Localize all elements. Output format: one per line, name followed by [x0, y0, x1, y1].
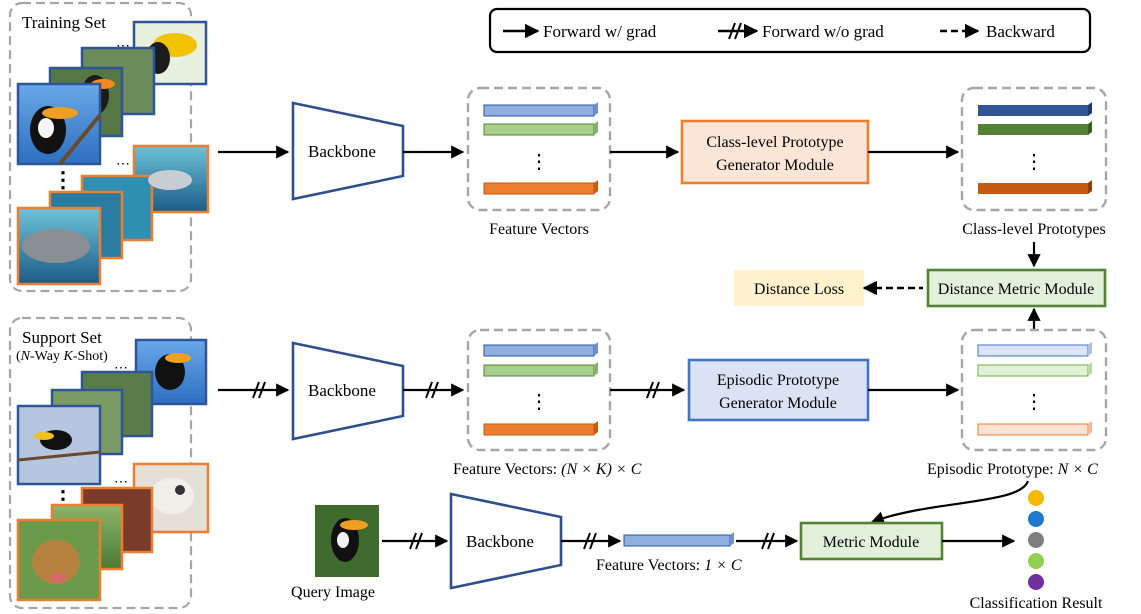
backbone-2-label: Backbone [308, 381, 376, 400]
episodic-prototype-label: Episodic Prototype: N × C [927, 461, 1098, 478]
class-gen-line2: Generator Module [716, 157, 834, 174]
legend-forward-nograd: Forward w/o grad [762, 22, 884, 41]
legend: Forward w/ grad Forward w/o grad Backwar… [488, 7, 1092, 54]
feature-vectors-1: ⋮ [466, 86, 612, 212]
support-set-group: Support Set (N-Way K-Shot) ⋯ ⋮ ⋯ [8, 316, 210, 610]
support-bird-images: ⋯ [16, 338, 208, 486]
backbone-2: Backbone [291, 341, 405, 441]
classification-result-label: Classification Result [970, 595, 1103, 612]
feature-vectors-2: ⋮ [466, 328, 612, 452]
training-manatee-images: ⋯ [16, 144, 210, 286]
arrow-backbone3-to-feature [561, 532, 622, 550]
episodic-prototype-generator-module: Episodic Prototype Generator Module [687, 358, 870, 422]
class-prototype-generator-module: Class-level Prototype Generator Module [680, 119, 870, 185]
legend-backward: Backward [986, 22, 1055, 41]
proto-2-ellipsis: ⋮ [1024, 391, 1044, 413]
orange-dots: ⋯ [116, 157, 130, 172]
support-set-subtitle: (N-Way K-Shot) [16, 349, 108, 364]
result-dot-4 [1028, 553, 1044, 569]
backbone-1-label: Backbone [308, 142, 376, 161]
metric-module-box [799, 521, 944, 561]
blue-dots: ⋯ [116, 39, 130, 54]
feature-vectors-1c-label: Feature Vectors: 1 × C [596, 557, 742, 574]
feature-1-ellipsis: ⋮ [529, 151, 549, 173]
class-level-prototypes-label: Class-level Prototypes [962, 221, 1106, 238]
legend-forward-grad: Forward w/ grad [543, 22, 657, 41]
distance-loss-box [734, 270, 864, 306]
class-gen-line1: Class-level Prototype [706, 134, 843, 151]
result-dot-5 [1028, 574, 1044, 590]
legend-box [488, 7, 1092, 54]
feature-vectors-label: Feature Vectors [489, 221, 589, 238]
feature-vectors-nk-label: Feature Vectors: (N × K) × C [453, 461, 642, 478]
episodic-prototypes: ⋮ [960, 328, 1108, 452]
distance-metric-module-box [926, 268, 1107, 308]
forward-nograd-arrow-icon [718, 22, 759, 40]
training-set-title: Training Set [22, 13, 106, 32]
backbone-3: Backbone [449, 492, 563, 590]
result-dot-1 [1028, 490, 1044, 506]
support-dog-images: ⋯ [16, 462, 210, 602]
distance-metric-module-label: Distance Metric Module [938, 281, 1094, 298]
arrow-support-to-backbone [218, 381, 290, 399]
support-orange-dots: ⋯ [114, 475, 128, 490]
query-image [315, 505, 379, 577]
support-set-title: Support Set [22, 328, 102, 347]
episodic-gen-line2: Generator Module [719, 395, 837, 412]
arrow-episodic-to-metric [870, 480, 1030, 524]
result-dot-3 [1028, 532, 1044, 548]
class-level-prototypes: ⋮ [960, 86, 1108, 212]
arrow-features-to-episodicgen [610, 381, 686, 399]
query-feature-vector [623, 532, 734, 547]
query-image-label: Query Image [291, 584, 375, 601]
backbone-3-label: Backbone [466, 532, 534, 551]
proto-1-ellipsis: ⋮ [1024, 151, 1044, 173]
training-bird-images: ⋯ [16, 20, 208, 166]
result-dot-2 [1028, 511, 1044, 527]
arrow-feature-to-metric [736, 532, 799, 550]
classification-result-dots [1028, 490, 1044, 590]
backbone-1: Backbone [291, 101, 405, 201]
training-set-border [8, 1, 193, 293]
training-set-group: Training Set ⋯ ⋮ ⋯ [8, 1, 210, 293]
arrow-query-to-backbone [382, 532, 449, 550]
distance-loss-label: Distance Loss [754, 281, 844, 298]
arrow-backbone2-to-features [403, 381, 465, 399]
metric-module-label: Metric Module [823, 534, 919, 551]
feature-2-ellipsis: ⋮ [529, 391, 549, 413]
support-blue-dots: ⋯ [114, 361, 128, 376]
episodic-gen-line1: Episodic Prototype [717, 372, 839, 389]
training-ellipsis: ⋮ [52, 167, 74, 192]
